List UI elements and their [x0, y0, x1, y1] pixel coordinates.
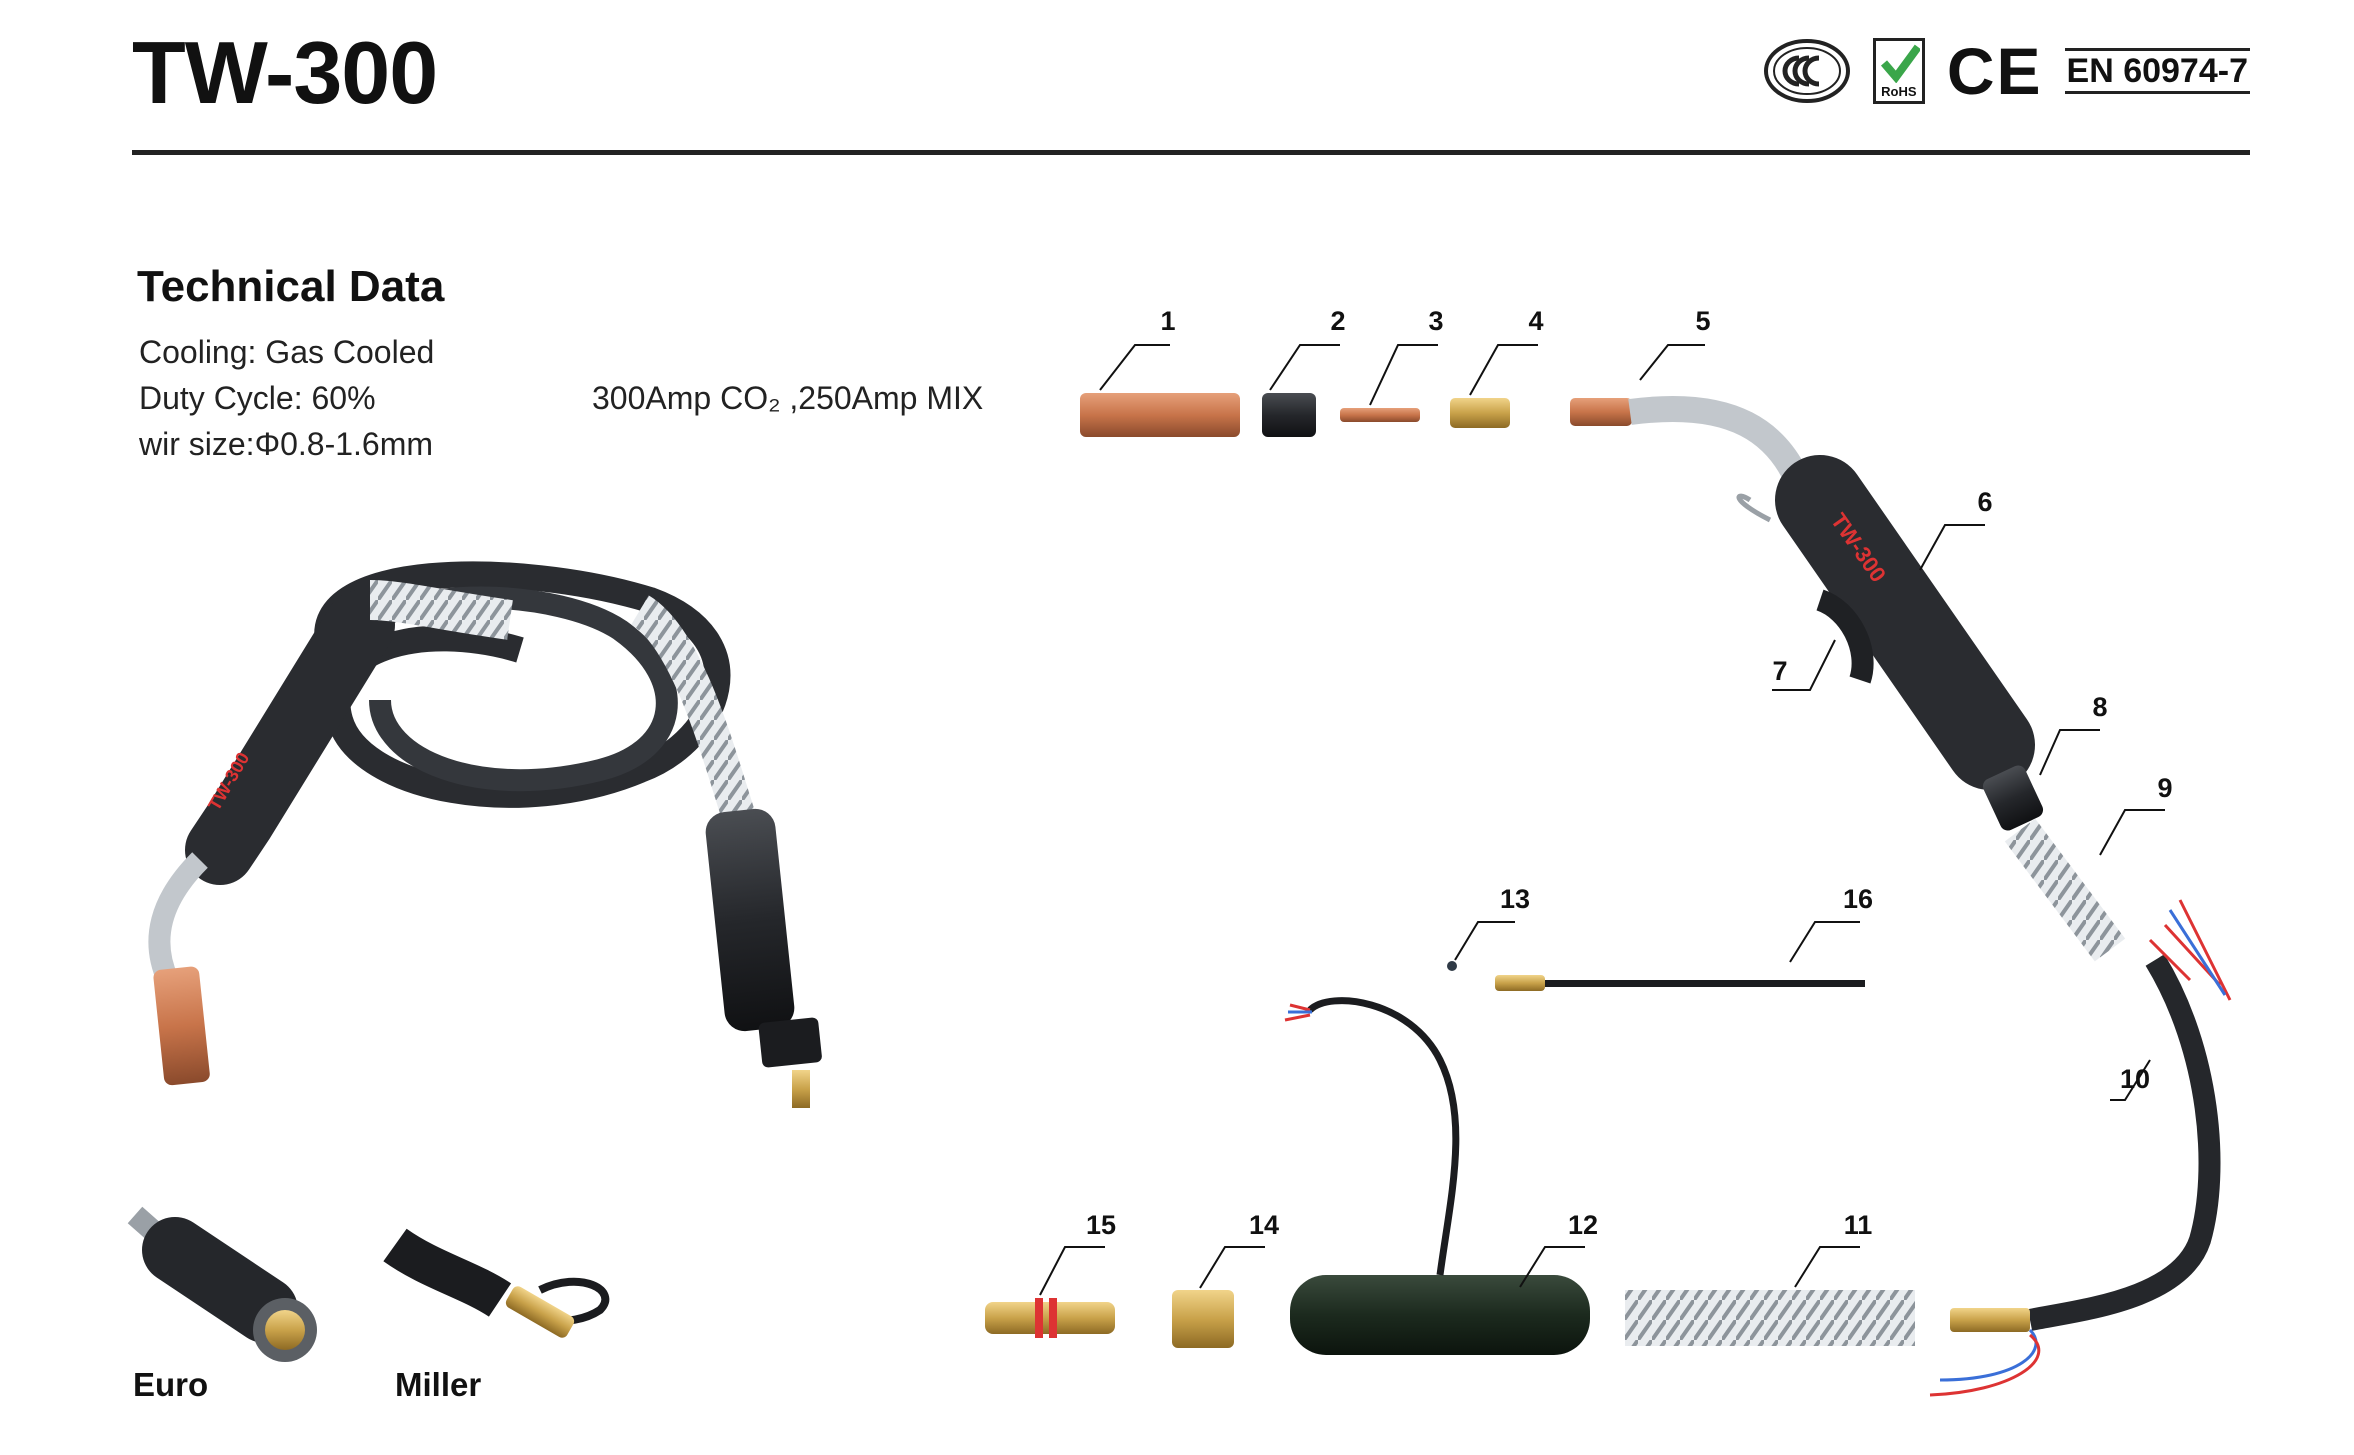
callout-15: 15	[1085, 1210, 1117, 1240]
callout-6: 6	[1977, 487, 1993, 517]
part-3-contact-tip	[1340, 408, 1420, 422]
assembled-torch-image: TW-300	[148, 561, 822, 1108]
amperage-text: 300Amp CO₂ ,250Amp MIX	[592, 380, 984, 416]
callout-14: 14	[1248, 1210, 1280, 1240]
part-5-gooseneck	[1570, 395, 1823, 523]
cooling-text: Cooling: Gas Cooled	[139, 334, 435, 370]
part-15-connector	[985, 1298, 1115, 1338]
callout-7: 7	[1772, 656, 1788, 686]
callout-11: 11	[1843, 1210, 1873, 1240]
part-6-handle: TW-300	[1736, 455, 2035, 790]
ce-icon: CE	[1946, 34, 2043, 108]
duty-cycle-text: Duty Cycle: 60%	[139, 380, 376, 416]
ccc-icon	[1763, 39, 1850, 103]
part-1-nozzle	[1080, 393, 1240, 437]
page-title: TW-300	[132, 23, 438, 122]
part-16-liner	[1495, 975, 1865, 991]
callout-leaders	[1039, 344, 2165, 1296]
part-12-rear-handle	[1284, 997, 1590, 1355]
callout-9: 9	[2157, 773, 2173, 803]
part-13-o-ring	[1447, 961, 1457, 971]
part-10-cable	[1929, 899, 2232, 1397]
euro-label: Euro	[133, 1366, 209, 1403]
callout-12: 12	[1567, 1210, 1599, 1240]
callout-10: 10	[2119, 1064, 2151, 1094]
part-9-spring	[2004, 818, 2126, 962]
header-rule	[132, 150, 2250, 155]
callout-3: 3	[1428, 306, 1444, 336]
callout-4: 4	[1528, 306, 1544, 336]
callout-16: 16	[1842, 884, 1874, 914]
part-4-tip-holder	[1450, 398, 1510, 428]
miller-connector-image	[383, 1228, 610, 1338]
tech-heading: Technical Data	[137, 262, 445, 311]
certification-badges: RoHS CE EN 60974-7	[1763, 36, 2250, 106]
callout-8: 8	[2092, 692, 2108, 722]
callout-2: 2	[1330, 306, 1346, 336]
callout-1: 1	[1160, 306, 1176, 336]
rohs-label: RoHS	[1881, 84, 1917, 99]
miller-label: Miller	[395, 1366, 482, 1403]
euro-connector-image	[127, 1206, 317, 1362]
callout-13: 13	[1499, 884, 1531, 914]
part-14-nut	[1172, 1290, 1234, 1348]
part-7-trigger	[1815, 589, 1874, 684]
part-8-cable-support	[1982, 765, 2044, 831]
part-11-spring	[1625, 1290, 1915, 1346]
part-2-insulator	[1262, 393, 1316, 437]
callout-5: 5	[1695, 306, 1711, 336]
rohs-icon: RoHS	[1872, 38, 1925, 104]
standard-label: EN 60974-7	[2064, 48, 2250, 94]
wire-size-text: wir size:Φ0.8-1.6mm	[139, 426, 434, 462]
